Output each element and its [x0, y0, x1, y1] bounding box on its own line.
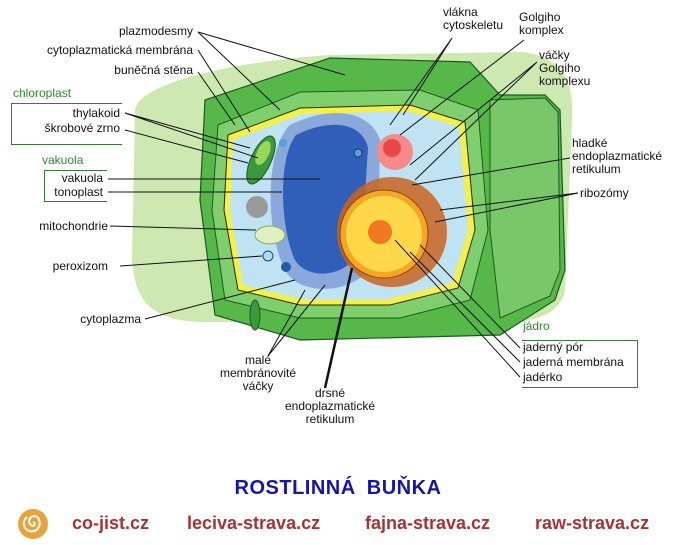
link-fajna-strava[interactable]: fajna-strava.cz	[365, 513, 491, 533]
line-1: váčky	[539, 48, 570, 62]
peroxisome-shape	[262, 250, 274, 262]
label-jaderko: jadérko	[523, 370, 563, 384]
nucleolus	[368, 220, 392, 244]
line-1: Golgiho	[519, 10, 561, 24]
cell-wall-side	[489, 97, 561, 319]
link-leciva-strava[interactable]: leciva-strava.cz	[187, 513, 321, 533]
line-2: cytoskeletu	[443, 18, 504, 32]
label-group-vakuola: vakuola	[42, 153, 84, 167]
link-co-jist[interactable]: co-jist.cz	[72, 513, 150, 533]
label-thylakoid: thylakoid	[72, 106, 120, 120]
label-group-chloroplast: chloroplast	[13, 86, 72, 100]
line-1: drsné	[314, 386, 346, 400]
line-3: váčky	[242, 379, 274, 393]
label-vlakna-cytoskeletu: vlákna cytoskeletu	[443, 6, 503, 32]
jadro-bracket	[522, 340, 638, 388]
starch-grain	[246, 196, 268, 218]
label-jaderny-por: jaderný pór	[523, 340, 584, 354]
line-2: Golgiho	[539, 61, 581, 75]
line-3: retikulum	[572, 162, 621, 176]
label-bunecna-stena: buněčná stěna	[114, 63, 193, 77]
line-1: malé	[244, 353, 271, 367]
label-vacky-golgiho: váčky Golgiho komplexu	[539, 49, 590, 88]
label-peroxizom: peroxizom	[52, 259, 108, 273]
chloroplast-bracket	[11, 103, 122, 145]
label-vakuola: vakuola	[61, 171, 103, 185]
label-drsne-er: drsné endoplazmatické retikulum	[270, 387, 390, 426]
label-jaderna-membrana: jaderná membrána	[523, 355, 624, 369]
label-golgiho-komplex: Golgiho komplex	[519, 11, 564, 37]
diagram-title: ROSTLINNÁ BUŇKA	[234, 477, 442, 499]
thylakoid-shape	[255, 140, 271, 166]
line-2: membránovité	[219, 366, 297, 380]
link-raw-strava[interactable]: raw-strava.cz	[535, 513, 650, 533]
line-3: komplexu	[539, 74, 591, 88]
label-skrobove-zrno: škrobové zrno	[44, 121, 120, 135]
line-2: endoplazmatické	[572, 149, 663, 163]
label-tonoplast: tonoplast	[54, 185, 103, 199]
label-male-vacky: malé membránovité váčky	[198, 354, 318, 393]
vakuola-bracket	[44, 170, 107, 202]
label-plazmodesmy: plazmodesmy	[118, 24, 193, 38]
label-mitochondrie: mitochondrie	[39, 219, 108, 233]
logo-spiral-icon	[18, 509, 48, 539]
label-group-jadro: jádro	[523, 319, 550, 333]
line-2: komplex	[519, 23, 564, 37]
label-cytoplazmaticka-membrana: cytoplazmatická membrána	[46, 43, 193, 57]
label-hladke-er: hladké endoplazmatické retikulum	[572, 137, 662, 176]
line-1: vlákna	[443, 5, 478, 19]
line-2: endoplazmatické	[284, 399, 376, 413]
label-ribozomy: ribozómy	[580, 186, 629, 200]
line-3: retikulum	[305, 412, 355, 426]
leader-lines	[108, 31, 579, 389]
label-cytoplazma: cytoplazma	[80, 312, 141, 326]
line-1: hladké	[572, 136, 608, 150]
mitochondrion-shape	[254, 225, 286, 245]
